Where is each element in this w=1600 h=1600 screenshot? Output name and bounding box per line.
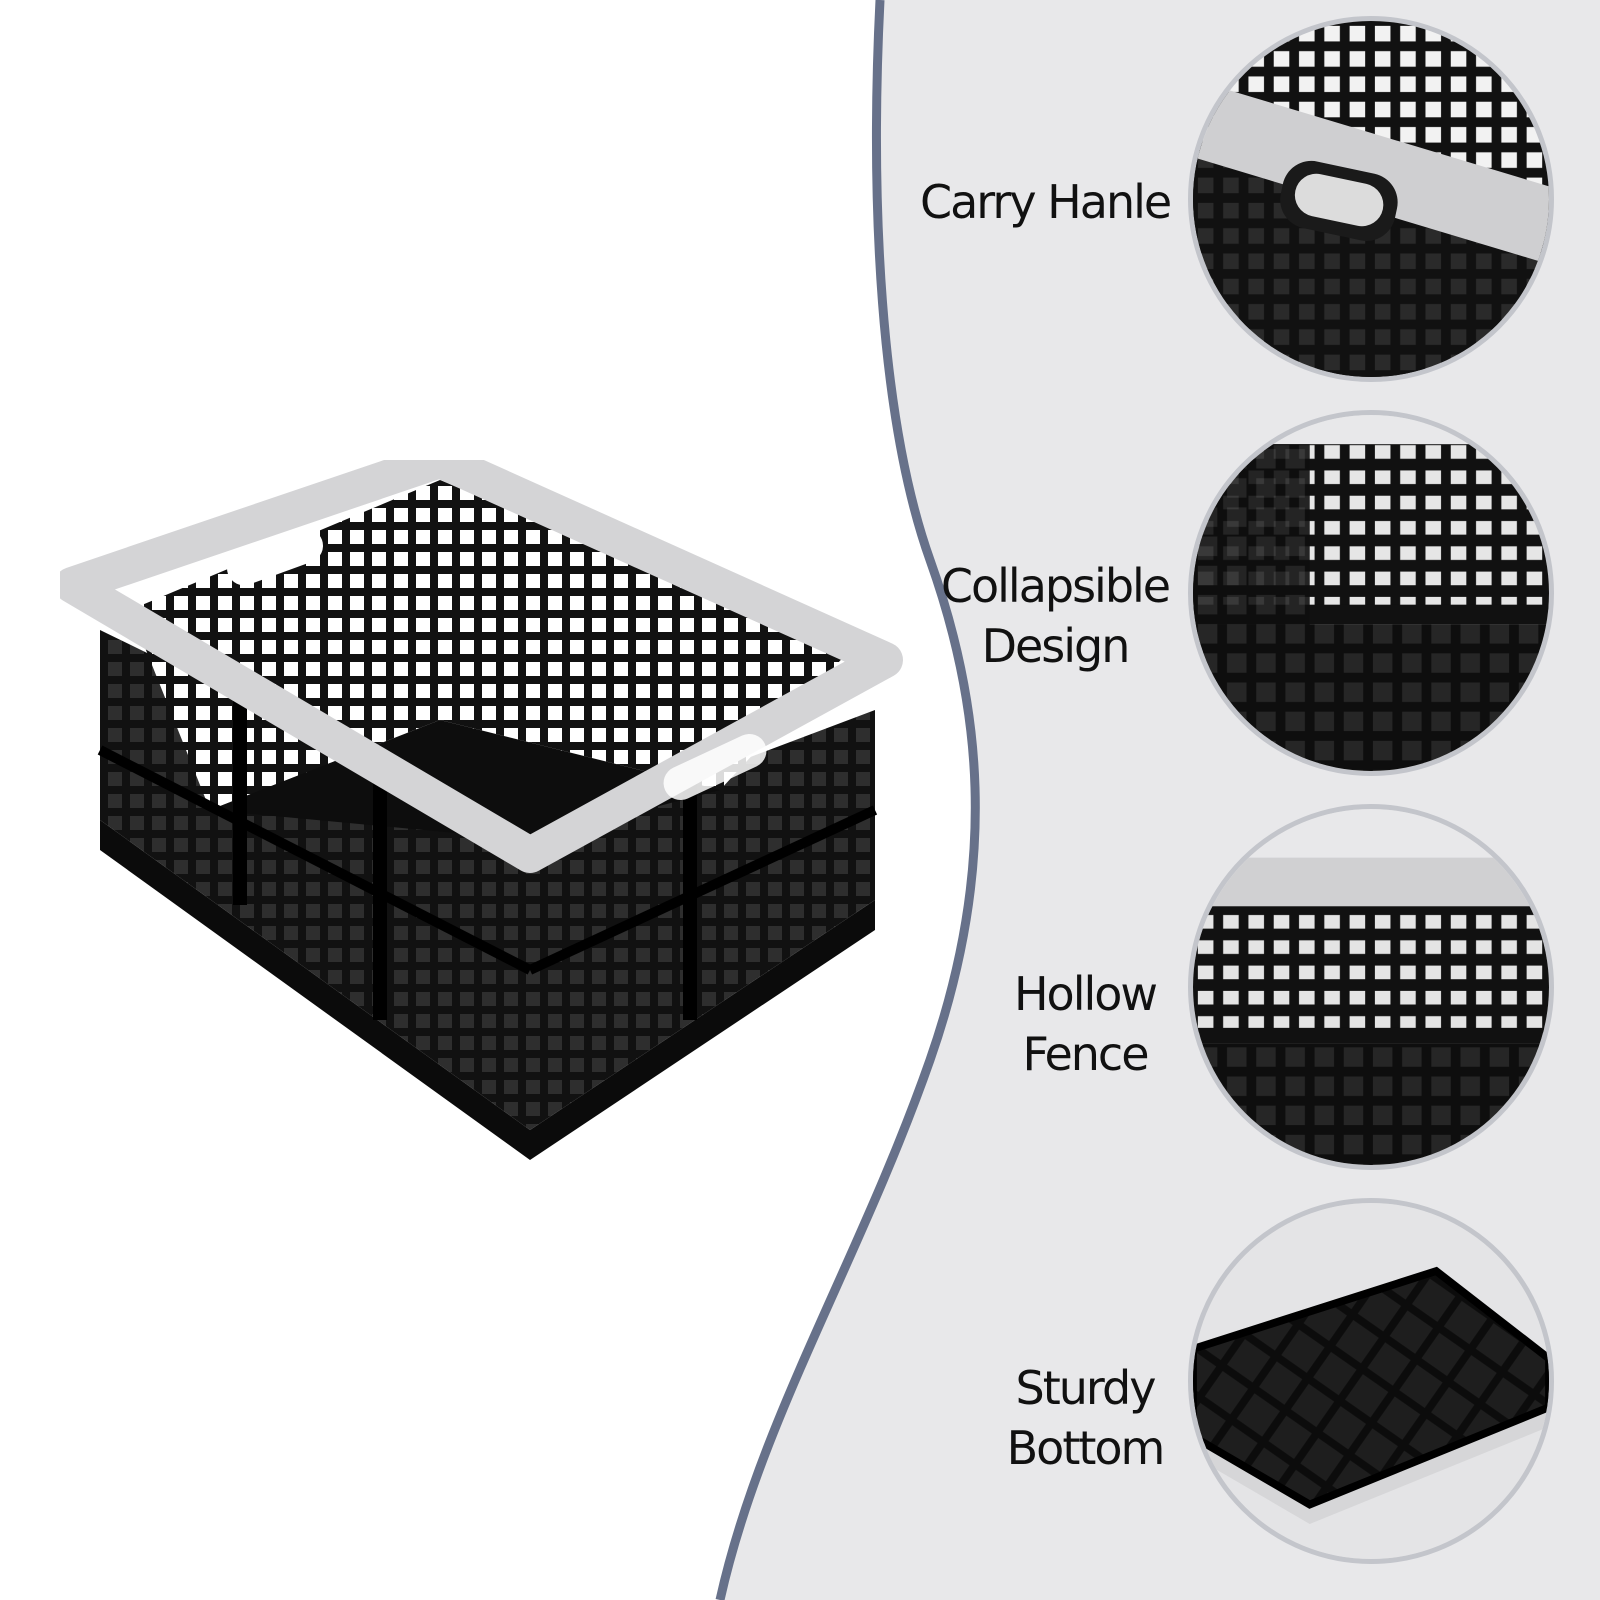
hollow-fence-closeup-image: [1188, 804, 1554, 1170]
feature-label-line: Sturdy: [1015, 1361, 1157, 1415]
feature-label-line: Collapsible: [940, 559, 1171, 613]
feature-label-line: Hollow: [1013, 967, 1158, 1021]
feature-label-sturdy-bottom: Sturdy Bottom: [985, 1358, 1185, 1478]
feature-label-collapsible-design: Collapsible Design: [930, 556, 1180, 676]
feature-label-line: Fence: [1022, 1027, 1150, 1081]
feature-label-line: Design: [981, 619, 1131, 673]
feature-label-carry-handle: Carry Hanle: [920, 172, 1172, 232]
collapsible-design-closeup-image: [1188, 410, 1554, 776]
carry-handle-closeup-image: [1188, 16, 1554, 382]
feature-label-line: Bottom: [1006, 1421, 1166, 1475]
sturdy-bottom-closeup-image: [1188, 1198, 1554, 1564]
curve-border: [715, 0, 980, 1600]
feature-label-line: Carry Hanle: [920, 175, 1172, 229]
black-collapsible-crate-image: [60, 460, 903, 1160]
feature-label-hollow-fence: Hollow Fence: [985, 964, 1185, 1084]
